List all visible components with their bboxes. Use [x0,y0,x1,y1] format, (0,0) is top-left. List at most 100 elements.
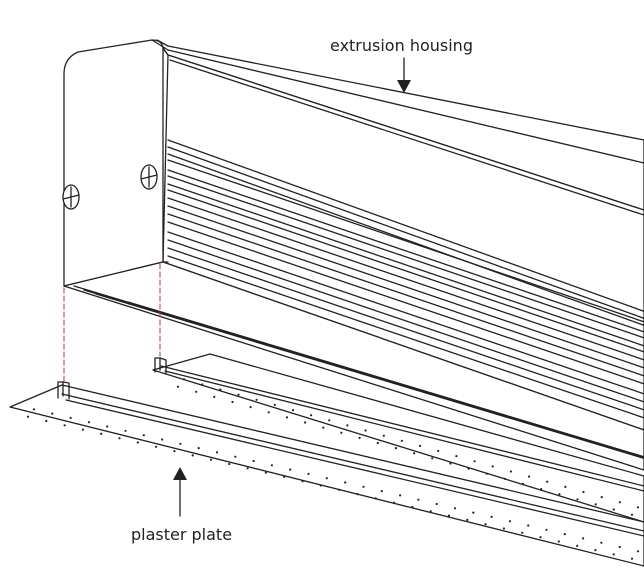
perforation [374,497,377,500]
perforation [413,452,416,455]
perforation [209,458,213,461]
perforation [618,545,621,549]
perforation [346,424,349,427]
perforation [273,403,276,406]
label-plaster-plate: plaster plate [131,525,233,544]
perforation [182,378,186,381]
perforation [467,467,470,470]
perforation [540,488,543,491]
perforation [63,424,66,427]
perforation [484,523,487,526]
perforation [118,437,121,440]
perforation [435,502,438,506]
perforation [264,471,267,474]
perforation [100,432,103,435]
perforation [179,442,182,445]
perforation [612,553,615,556]
arrow-down-icon [397,57,411,93]
perforation [491,465,494,468]
screw-icon [62,184,80,210]
perforation [382,434,385,437]
perforation [576,498,579,501]
perforation [393,501,396,504]
housing-rib [167,205,644,369]
perforation [453,507,457,510]
perforation [455,455,458,458]
perforation [600,541,603,544]
perforation [45,419,48,423]
perforation [283,475,286,478]
front-plaster-plate [9,381,644,567]
perforation [356,493,359,496]
perforation [319,484,322,487]
perforation [380,490,383,493]
perforation [231,400,234,404]
housing-rib [167,189,644,353]
perforation [618,501,621,504]
alignment-guides [63,263,161,383]
arrow-up-icon [173,467,187,517]
perforation [267,411,270,414]
housing-rib [167,159,644,323]
perforation [630,557,634,560]
housing-rib [167,153,644,327]
perforation [176,385,180,388]
perforation [81,428,84,431]
screw-icon [140,164,158,190]
perforation [594,503,597,506]
perforation [466,518,469,522]
perforation [636,550,640,553]
housing-rib [167,255,644,419]
perforation [564,485,567,488]
perforation [558,493,561,496]
perforation [195,390,198,393]
housing-rib [167,175,644,339]
perforation [612,508,615,511]
perforation [201,383,204,386]
perforation [419,444,422,447]
perforation [325,477,328,480]
housing-underside [73,285,644,460]
perforation [285,416,289,419]
perforation [521,531,524,534]
housing-rib [167,221,644,385]
perforation [539,536,542,539]
perforation [417,498,420,501]
underside-line [127,301,644,458]
perforation [521,482,525,485]
extrusion-housing [63,39,644,471]
perforation [322,426,325,429]
perforation [582,537,585,540]
perforation [472,511,475,514]
perforation [563,533,566,536]
perforation [437,449,440,453]
perforation [136,441,139,444]
perforation [364,429,367,432]
perforation [508,520,511,523]
perforation [338,488,341,491]
perforation [449,462,452,465]
perforation [399,494,402,497]
perforation [307,472,310,475]
perforation [197,447,200,450]
housing-rib [167,197,644,361]
perforation [490,515,493,519]
housing-rib [167,239,644,403]
perforation [473,460,476,463]
underside-line [95,293,644,460]
perforation [87,421,90,424]
perforation [291,409,295,412]
perforation [411,505,414,509]
perforation [431,457,434,460]
perforation [310,414,313,417]
perforation [191,454,194,457]
perforation [362,485,365,488]
perforation [503,477,506,480]
perforation [636,506,640,509]
perforation [219,388,222,391]
perforation [582,490,585,494]
perforation [509,470,512,473]
housing-rib [167,146,644,320]
perforation [234,455,237,458]
perforation [51,412,54,415]
